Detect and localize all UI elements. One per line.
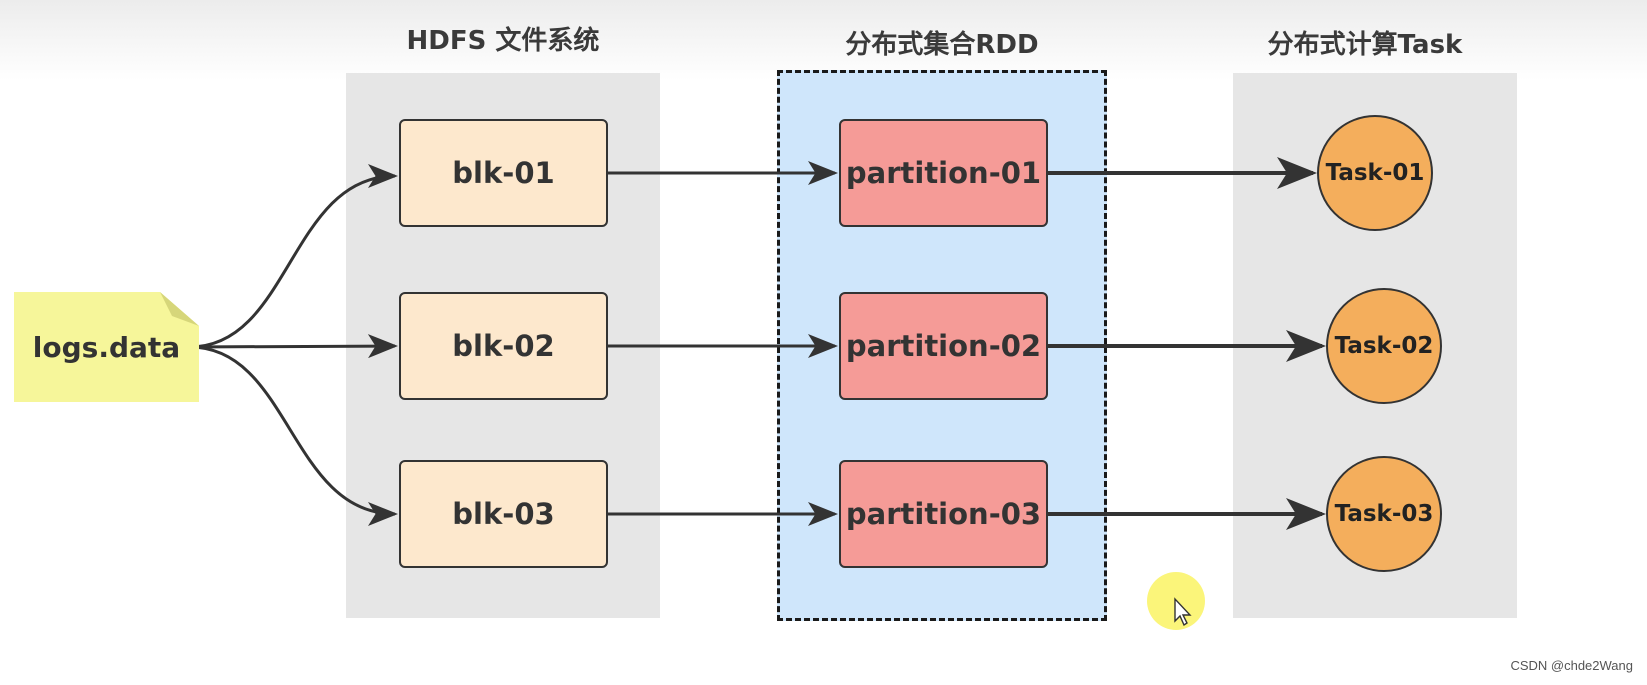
partition-box: partition-02 [839, 292, 1048, 400]
task-node: Task-03 [1326, 456, 1442, 572]
note-shape [14, 292, 199, 402]
blk-box: blk-02 [399, 292, 608, 400]
blk-box: blk-03 [399, 460, 608, 568]
cursor-highlight [1147, 571, 1205, 631]
arrow-source-to-blk-03 [189, 345, 398, 526]
partition-box: partition-03 [839, 460, 1048, 568]
source-note: logs.data [14, 292, 199, 402]
task-title: 分布式计算Task [1267, 30, 1463, 60]
cursor-icon [1147, 572, 1205, 630]
top-fade [0, 0, 1647, 80]
task-node: Task-01 [1317, 115, 1433, 231]
hdfs-title: HDFS 文件系统 [406, 26, 600, 56]
blk-box: blk-01 [399, 119, 608, 227]
watermark: CSDN @chde2Wang [1510, 658, 1633, 673]
rdd-title: 分布式集合RDD [845, 30, 1039, 60]
arrow-source-to-blk-01 [189, 164, 398, 349]
partition-box: partition-01 [839, 119, 1048, 227]
task-node: Task-02 [1326, 288, 1442, 404]
arrow-source-to-blk-02 [189, 334, 398, 359]
source-note-label: logs.data [32, 330, 181, 364]
